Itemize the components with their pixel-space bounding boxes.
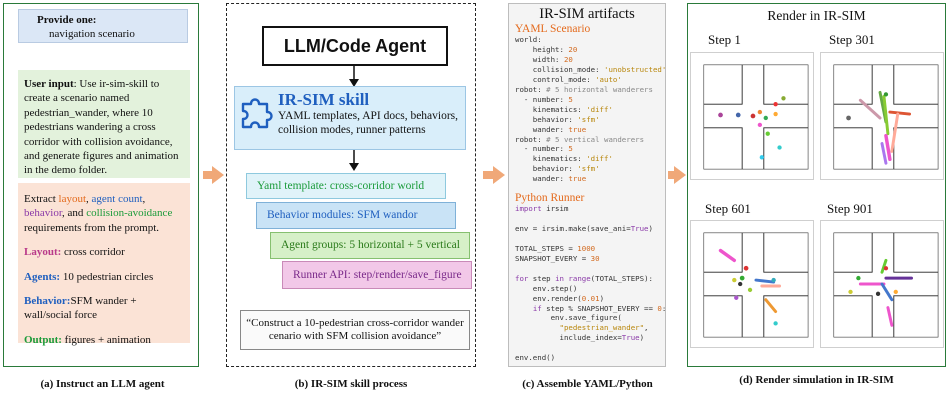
panel-d-render [687, 3, 946, 367]
panel-a-instruct [3, 3, 199, 367]
step-label-301: Step 301 [829, 32, 875, 47]
render-title: Render in IR-SIM [767, 8, 866, 23]
behavior-line: Behavior:SFM wander + wall/social force [24, 295, 137, 322]
skill-description: YAML templates, API docs, behaviors, col… [278, 110, 459, 136]
provide-box: Provide one: navigation scenario [18, 9, 188, 43]
python-heading: Python Runner [515, 192, 585, 204]
arrow-down-1 [349, 66, 359, 87]
arrow-c-to-d [668, 166, 686, 184]
output-line: Output: figures + animation [24, 333, 151, 346]
render-plot-step-601 [690, 220, 814, 348]
artifacts-title: IR-SIM artifacts [539, 6, 635, 22]
render-plot-step-1 [690, 52, 814, 180]
caption-b: (b) IR-SIM skill process [294, 378, 408, 390]
provide-value: navigation scenario [49, 28, 135, 40]
extract-instruction: Extract layout, agent count, behavior, a… [24, 193, 173, 234]
step-label-901: Step 901 [827, 201, 873, 216]
agents-line: Agents: 10 pedestrian circles [24, 270, 154, 283]
puzzle-icon [241, 98, 273, 129]
step-label-601: Step 601 [705, 201, 751, 216]
extract-box: Extract layout, agent count, behavior, a… [18, 183, 190, 346]
python-code-block: import irsim env = irsim.make(save_ani=T… [515, 204, 667, 363]
caption-a: (a) Instruct an LLM agent [40, 378, 165, 390]
user-input-label: User input [24, 78, 74, 90]
panel-c-artifacts [508, 3, 666, 367]
yaml-code-block: world: height: 20 width: 20 collision_mo… [515, 35, 667, 184]
layout-line: Layout: cross corridor [24, 246, 125, 259]
caption-c: (c) Assemble YAML/Python [522, 378, 653, 390]
user-input-text: : Use ir-sim-skill to create a scenario … [24, 78, 179, 177]
stack-yaml-template: Yaml template: cross-corridor world [246, 173, 446, 199]
arrow-b-to-c [483, 166, 505, 184]
provide-title: Provide one: [37, 14, 97, 26]
arrow-down-2 [349, 150, 359, 171]
render-plot-step-901 [820, 220, 944, 348]
user-input-box: User input: Use ir-sim-skill to create a… [18, 70, 190, 178]
arrow-a-to-b [203, 166, 224, 184]
render-plot-step-301 [820, 52, 944, 180]
stack-behavior-modules: Behavior modules: SFM wandor [256, 202, 456, 229]
skill-box [234, 86, 466, 150]
quote-box: “Construct a 10-pedestrian cross-corrido… [240, 310, 470, 350]
skill-title: IR-SIM skill [278, 90, 370, 109]
yaml-heading: YAML Scenario [515, 23, 591, 35]
step-label-1: Step 1 [708, 32, 741, 47]
caption-d: (d) Render simulation in IR-SIM [739, 374, 894, 386]
llm-agent-box: LLM/Code Agent [262, 26, 448, 66]
stack-agent-groups: Agent groups: 5 horizontal + 5 vertical [270, 232, 470, 259]
stack-runner-api: Runner API: step/render/save_figure [282, 261, 472, 289]
panel-b-skill-process [226, 3, 476, 367]
